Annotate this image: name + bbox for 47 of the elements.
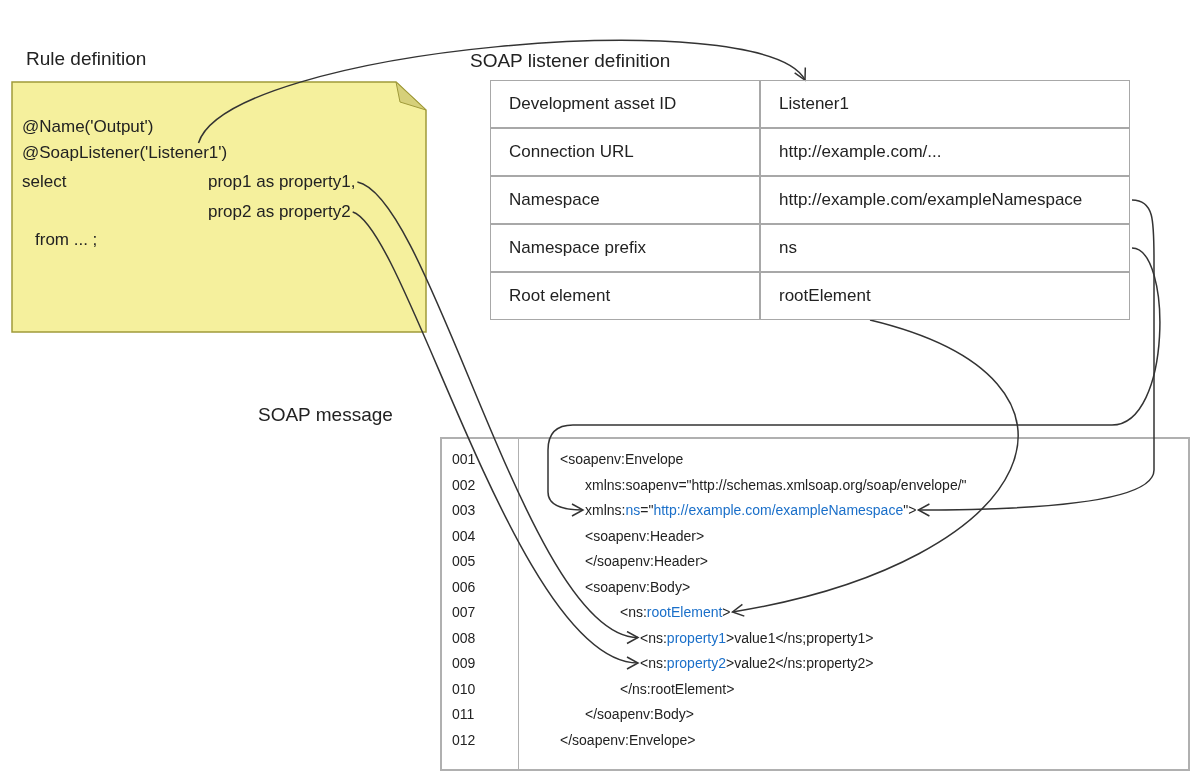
code-line: </soapenv:Body> bbox=[585, 706, 694, 722]
section-heading: SOAP listener definition bbox=[470, 50, 671, 72]
line-number: 001 bbox=[452, 451, 476, 467]
arrow bbox=[547, 247, 1161, 517]
table-cell: ns bbox=[760, 224, 1130, 272]
code-text: select bbox=[22, 172, 67, 192]
table-cell: http://example.com/exampleNamespace bbox=[760, 176, 1130, 224]
line-number: 002 bbox=[452, 476, 476, 493]
line-number: 010 bbox=[452, 680, 476, 697]
table-cell: Root element bbox=[490, 272, 760, 320]
code-line: <soapenv:Header> bbox=[585, 527, 705, 544]
code-line: </soapenv:Envelope> bbox=[560, 731, 696, 748]
code-text: from ... ; bbox=[35, 230, 98, 250]
code-text: @Name('Output') bbox=[22, 117, 154, 137]
line-number: 011 bbox=[452, 706, 475, 722]
line-number: 008 bbox=[452, 629, 476, 646]
line-number: 004 bbox=[452, 527, 476, 544]
arrow bbox=[917, 199, 1155, 517]
code-line: xmlns:soapenv="http://schemas.xmlsoap.org/soap/envelope/" bbox=[585, 476, 967, 493]
line-number: 006 bbox=[452, 578, 476, 595]
line-number: 012 bbox=[452, 731, 476, 748]
table-cell: Listener1 bbox=[760, 80, 1130, 128]
code-line: </soapenv:Header> bbox=[585, 553, 708, 569]
code-text: prop1 as property1, bbox=[208, 172, 356, 192]
code-line: <ns:property1>value1</ns;property1> bbox=[640, 629, 874, 646]
section-heading: SOAP message bbox=[258, 404, 393, 426]
line-number: 007 bbox=[452, 604, 476, 620]
code-text: prop2 as property2 bbox=[208, 202, 351, 222]
arrow bbox=[197, 39, 806, 144]
table-cell: Namespace bbox=[490, 176, 760, 224]
line-number: 005 bbox=[452, 553, 476, 569]
arrow bbox=[731, 319, 1019, 617]
code-line: <soapenv:Body> bbox=[585, 578, 691, 595]
line-number: 003 bbox=[452, 502, 476, 518]
code-line: <ns:property2>value2</ns:property2> bbox=[640, 655, 874, 671]
table-cell: http://example.com/... bbox=[760, 128, 1130, 176]
table-cell: rootElement bbox=[760, 272, 1130, 320]
table-cell: Connection URL bbox=[490, 128, 760, 176]
code-line: </ns:rootElement> bbox=[620, 680, 735, 697]
line-number: 009 bbox=[452, 655, 476, 671]
section-heading: Rule definition bbox=[26, 48, 147, 70]
table-cell: Development asset ID bbox=[490, 80, 760, 128]
code-line: <ns:rootElement> bbox=[620, 604, 731, 620]
code-line: <soapenv:Envelope bbox=[560, 451, 684, 467]
code-text: @SoapListener('Listener1') bbox=[22, 143, 228, 163]
table-cell: Namespace prefix bbox=[490, 224, 760, 272]
code-line: xmlns:ns="http://example.com/exampleNamespace"> bbox=[585, 502, 917, 518]
